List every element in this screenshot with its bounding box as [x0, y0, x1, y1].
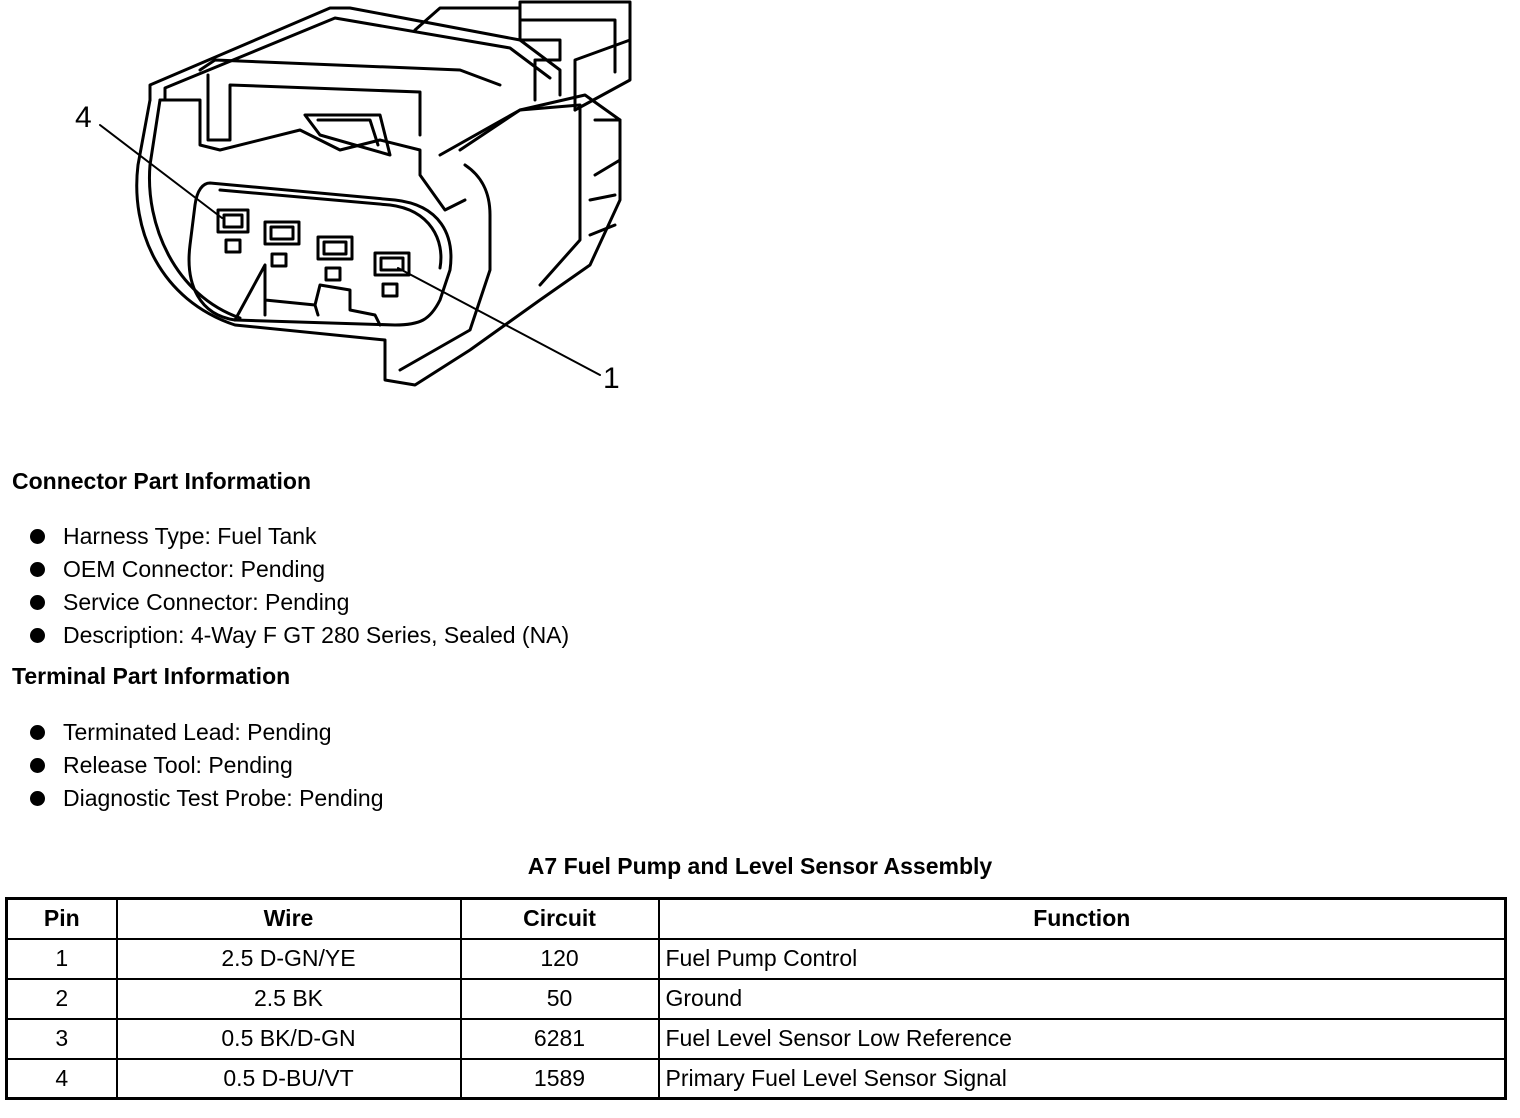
wire-cell: 2.5 D-GN/YE: [115, 937, 462, 980]
terminal-part-information-heading: Terminal Part Information: [12, 663, 291, 689]
list-item: Terminated Lead: Pending: [28, 716, 384, 749]
callout-pin-1: 1: [603, 362, 620, 395]
table-header-row: Pin Wire Circuit Function: [5, 897, 1507, 940]
list-item: Description: 4-Way F GT 280 Series, Seal…: [28, 619, 569, 652]
wire-cell: 2.5 BK: [115, 977, 462, 1020]
function-cell: Primary Fuel Level Sensor Signal: [657, 1057, 1507, 1100]
table-row: 2 2.5 BK 50 Ground: [5, 977, 1507, 1020]
bullet-icon: [30, 791, 45, 806]
circuit-cell: 6281: [459, 1017, 660, 1060]
callout-pin-4: 4: [75, 101, 92, 134]
column-header-wire: Wire: [115, 897, 462, 940]
connector-illustration: 4 1: [75, 0, 632, 395]
column-header-pin: Pin: [5, 897, 118, 940]
bullet-icon: [30, 758, 45, 773]
function-cell: Ground: [657, 977, 1507, 1020]
list-item: Harness Type: Fuel Tank: [28, 520, 569, 553]
pin-cell: 1: [5, 937, 118, 980]
pinout-table: Pin Wire Circuit Function 1 2.5 D-GN/YE …: [5, 897, 1507, 1100]
table-row: 1 2.5 D-GN/YE 120 Fuel Pump Control: [5, 937, 1507, 980]
bullet-icon: [30, 628, 45, 643]
column-header-function: Function: [657, 897, 1507, 940]
function-cell: Fuel Level Sensor Low Reference: [657, 1017, 1507, 1060]
table-row: 3 0.5 BK/D-GN 6281 Fuel Level Sensor Low…: [5, 1017, 1507, 1060]
list-item: OEM Connector: Pending: [28, 553, 569, 586]
table-title: A7 Fuel Pump and Level Sensor Assembly: [527, 853, 993, 879]
bullet-icon: [30, 725, 45, 740]
table-row: 4 0.5 D-BU/VT 1589 Primary Fuel Level Se…: [5, 1057, 1507, 1100]
bullet-icon: [30, 595, 45, 610]
connector-part-information-heading: Connector Part Information: [12, 468, 312, 494]
function-cell: Fuel Pump Control: [657, 937, 1507, 980]
circuit-cell: 1589: [459, 1057, 660, 1100]
wire-cell: 0.5 D-BU/VT: [115, 1057, 462, 1100]
list-item: Diagnostic Test Probe: Pending: [28, 782, 384, 815]
pin-cell: 3: [5, 1017, 118, 1060]
circuit-cell: 50: [459, 977, 660, 1020]
circuit-cell: 120: [459, 937, 660, 980]
pin-cell: 4: [5, 1057, 118, 1100]
bullet-icon: [30, 562, 45, 577]
connector-part-information-list: Harness Type: Fuel Tank OEM Connector: P…: [28, 520, 569, 652]
list-item: Service Connector: Pending: [28, 586, 569, 619]
wire-cell: 0.5 BK/D-GN: [115, 1017, 462, 1060]
bullet-icon: [30, 529, 45, 544]
list-item: Release Tool: Pending: [28, 749, 384, 782]
pin-cell: 2: [5, 977, 118, 1020]
column-header-circuit: Circuit: [459, 897, 660, 940]
terminal-part-information-list: Terminated Lead: Pending Release Tool: P…: [28, 716, 384, 815]
